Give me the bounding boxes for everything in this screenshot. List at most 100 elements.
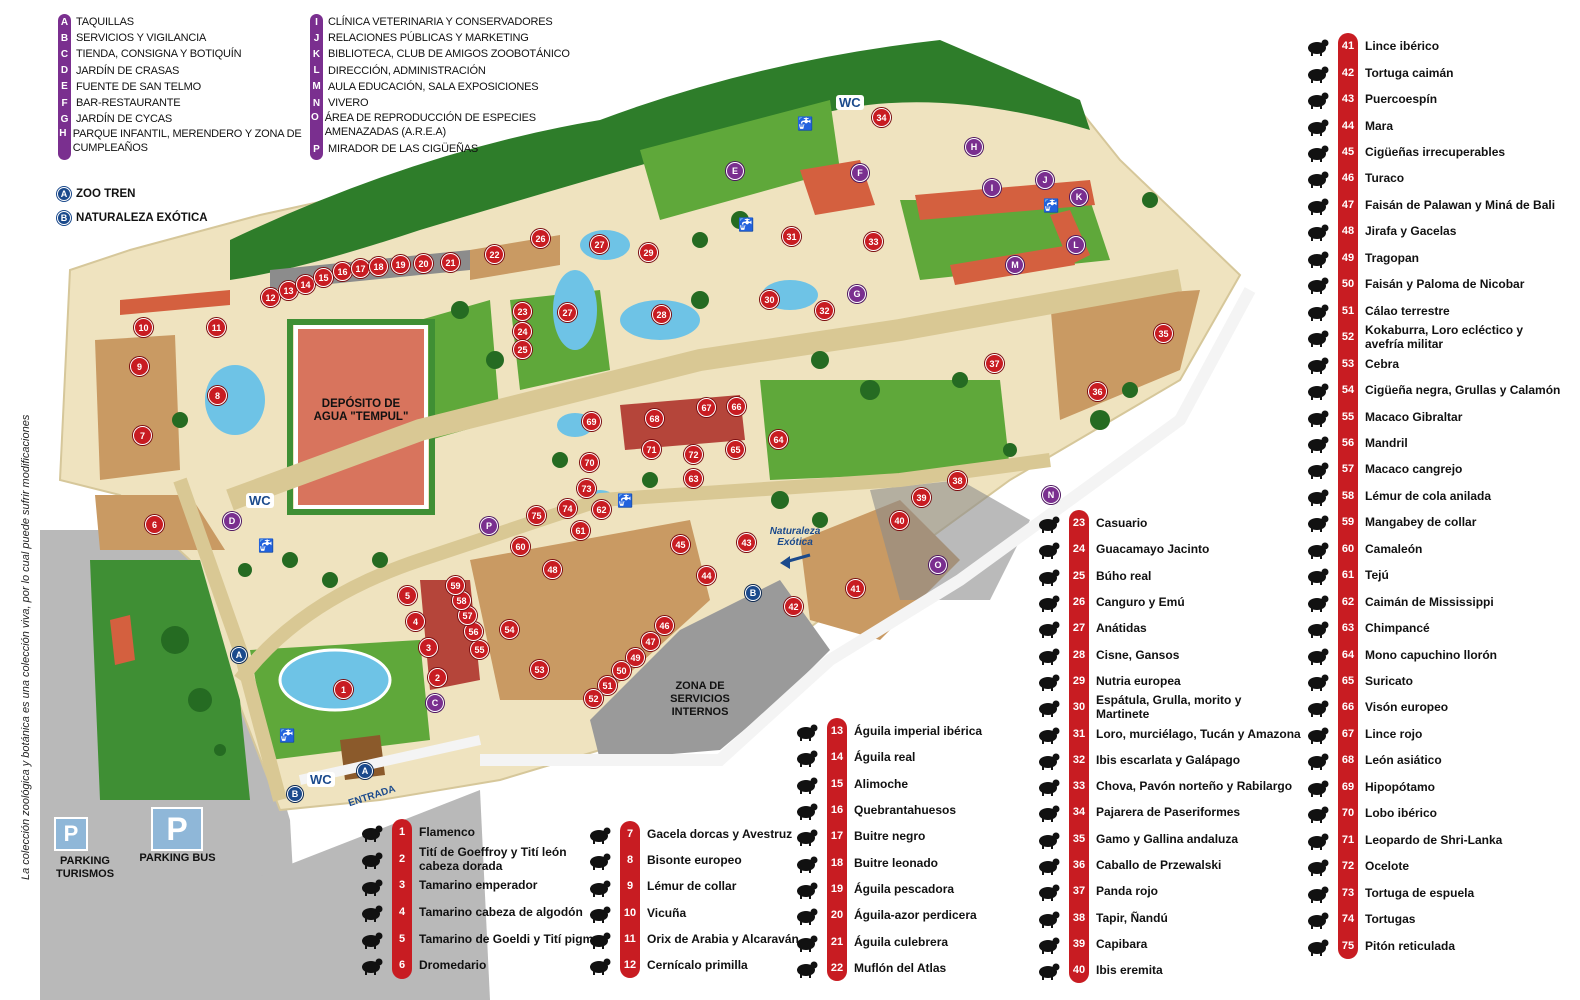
species-name: Cisne, Gansos	[1096, 647, 1180, 662]
map-marker-59[interactable]: 59	[446, 576, 465, 595]
map-marker-transport-B2[interactable]: B	[745, 585, 761, 601]
map-marker-32[interactable]: 32	[815, 301, 834, 320]
map-marker-21[interactable]: 21	[441, 253, 460, 272]
map-marker-71[interactable]: 71	[642, 440, 661, 459]
map-marker-15[interactable]: 15	[314, 268, 333, 287]
map-marker-20[interactable]: 20	[414, 254, 433, 273]
map-marker-41[interactable]: 41	[846, 579, 865, 598]
map-marker-30[interactable]: 30	[760, 290, 779, 309]
map-marker-facility-D[interactable]: D	[223, 512, 241, 530]
map-marker-42[interactable]: 42	[784, 597, 803, 616]
map-marker-facility-N[interactable]: N	[1042, 486, 1060, 504]
map-marker-8[interactable]: 8	[208, 386, 227, 405]
map-marker-transport-A[interactable]: A	[231, 647, 247, 663]
species-number: 20	[830, 909, 844, 922]
map-marker-54[interactable]: 54	[500, 620, 519, 639]
map-marker-46[interactable]: 46	[655, 616, 674, 635]
map-marker-67[interactable]: 67	[697, 398, 716, 417]
map-marker-63[interactable]: 63	[684, 469, 703, 488]
map-marker-facility-J[interactable]: J	[1036, 171, 1054, 189]
map-marker-36[interactable]: 36	[1088, 382, 1107, 401]
map-marker-facility-C[interactable]: C	[426, 694, 444, 712]
map-marker-facility-E[interactable]: E	[726, 162, 744, 180]
species-number: 26	[1072, 596, 1086, 609]
map-marker-53[interactable]: 53	[530, 660, 549, 679]
map-marker-9[interactable]: 9	[130, 357, 149, 376]
map-marker-64[interactable]: 64	[769, 430, 788, 449]
map-marker-29[interactable]: 29	[639, 243, 658, 262]
map-marker-26[interactable]: 26	[531, 229, 550, 248]
map-marker-55[interactable]: 55	[470, 640, 489, 659]
map-marker-24[interactable]: 24	[513, 322, 532, 341]
map-marker-72[interactable]: 72	[684, 445, 703, 464]
map-marker-facility-I[interactable]: I	[983, 179, 1001, 197]
map-marker-12[interactable]: 12	[261, 288, 280, 307]
map-marker-34[interactable]: 34	[872, 108, 891, 127]
map-marker-50[interactable]: 50	[612, 661, 631, 680]
map-marker-19[interactable]: 19	[391, 255, 410, 274]
map-marker-51[interactable]: 51	[598, 676, 617, 695]
map-marker-facility-H[interactable]: H	[965, 138, 983, 156]
map-marker-48[interactable]: 48	[543, 560, 562, 579]
map-marker-75[interactable]: 75	[527, 506, 546, 525]
map-marker-facility-P[interactable]: P	[480, 517, 498, 535]
map-marker-14[interactable]: 14	[296, 275, 315, 294]
map-marker-45[interactable]: 45	[671, 535, 690, 554]
map-marker-25[interactable]: 25	[513, 340, 532, 359]
map-marker-27[interactable]: 27	[590, 235, 609, 254]
map-marker-38[interactable]: 38	[948, 471, 967, 490]
map-marker-transport-B[interactable]: B	[287, 786, 303, 802]
map-marker-62[interactable]: 62	[592, 500, 611, 519]
map-marker-17[interactable]: 17	[351, 259, 370, 278]
map-marker-37[interactable]: 37	[985, 354, 1004, 373]
map-marker-facility-F[interactable]: F	[851, 164, 869, 182]
map-marker-facility-K[interactable]: K	[1070, 188, 1088, 206]
animal-silhouette-icon	[1304, 142, 1330, 163]
map-marker-69[interactable]: 69	[582, 412, 601, 431]
map-marker-1[interactable]: 1	[334, 680, 353, 699]
map-marker-transport-A2[interactable]: A	[357, 763, 373, 779]
map-marker-66[interactable]: 66	[727, 397, 746, 416]
map-marker-16[interactable]: 16	[333, 262, 352, 281]
map-marker-7[interactable]: 7	[133, 426, 152, 445]
map-marker-facility-L[interactable]: L	[1067, 236, 1085, 254]
map-marker-44[interactable]: 44	[697, 566, 716, 585]
map-marker-60[interactable]: 60	[511, 537, 530, 556]
map-marker-61[interactable]: 61	[571, 521, 590, 540]
map-marker-11[interactable]: 11	[207, 318, 226, 337]
map-marker-27b[interactable]: 27	[558, 303, 577, 322]
map-marker-74[interactable]: 74	[558, 499, 577, 518]
map-marker-4[interactable]: 4	[406, 612, 425, 631]
map-marker-5[interactable]: 5	[398, 586, 417, 605]
map-marker-18[interactable]: 18	[369, 257, 388, 276]
map-marker-facility-M[interactable]: M	[1006, 256, 1024, 274]
map-marker-52[interactable]: 52	[584, 689, 603, 708]
map-marker-22[interactable]: 22	[485, 245, 504, 264]
map-marker-33[interactable]: 33	[864, 232, 883, 251]
map-marker-49[interactable]: 49	[626, 648, 645, 667]
map-marker-35[interactable]: 35	[1154, 324, 1173, 343]
map-marker-10[interactable]: 10	[134, 318, 153, 337]
map-marker-3[interactable]: 3	[419, 638, 438, 657]
map-marker-facility-G[interactable]: G	[848, 285, 866, 303]
map-marker-65[interactable]: 65	[726, 440, 745, 459]
map-marker-28[interactable]: 28	[652, 305, 671, 324]
map-marker-39[interactable]: 39	[912, 488, 931, 507]
map-marker-40[interactable]: 40	[890, 511, 909, 530]
map-marker-47[interactable]: 47	[641, 632, 660, 651]
map-marker-31[interactable]: 31	[782, 227, 801, 246]
map-marker-70[interactable]: 70	[580, 453, 599, 472]
map-marker-23[interactable]: 23	[513, 302, 532, 321]
map-marker-6[interactable]: 6	[145, 515, 164, 534]
map-marker-68[interactable]: 68	[645, 409, 664, 428]
map-marker-43[interactable]: 43	[737, 533, 756, 552]
map-marker-73[interactable]: 73	[577, 479, 596, 498]
map-marker-facility-O[interactable]: O	[929, 556, 947, 574]
map-marker-2[interactable]: 2	[428, 668, 447, 687]
